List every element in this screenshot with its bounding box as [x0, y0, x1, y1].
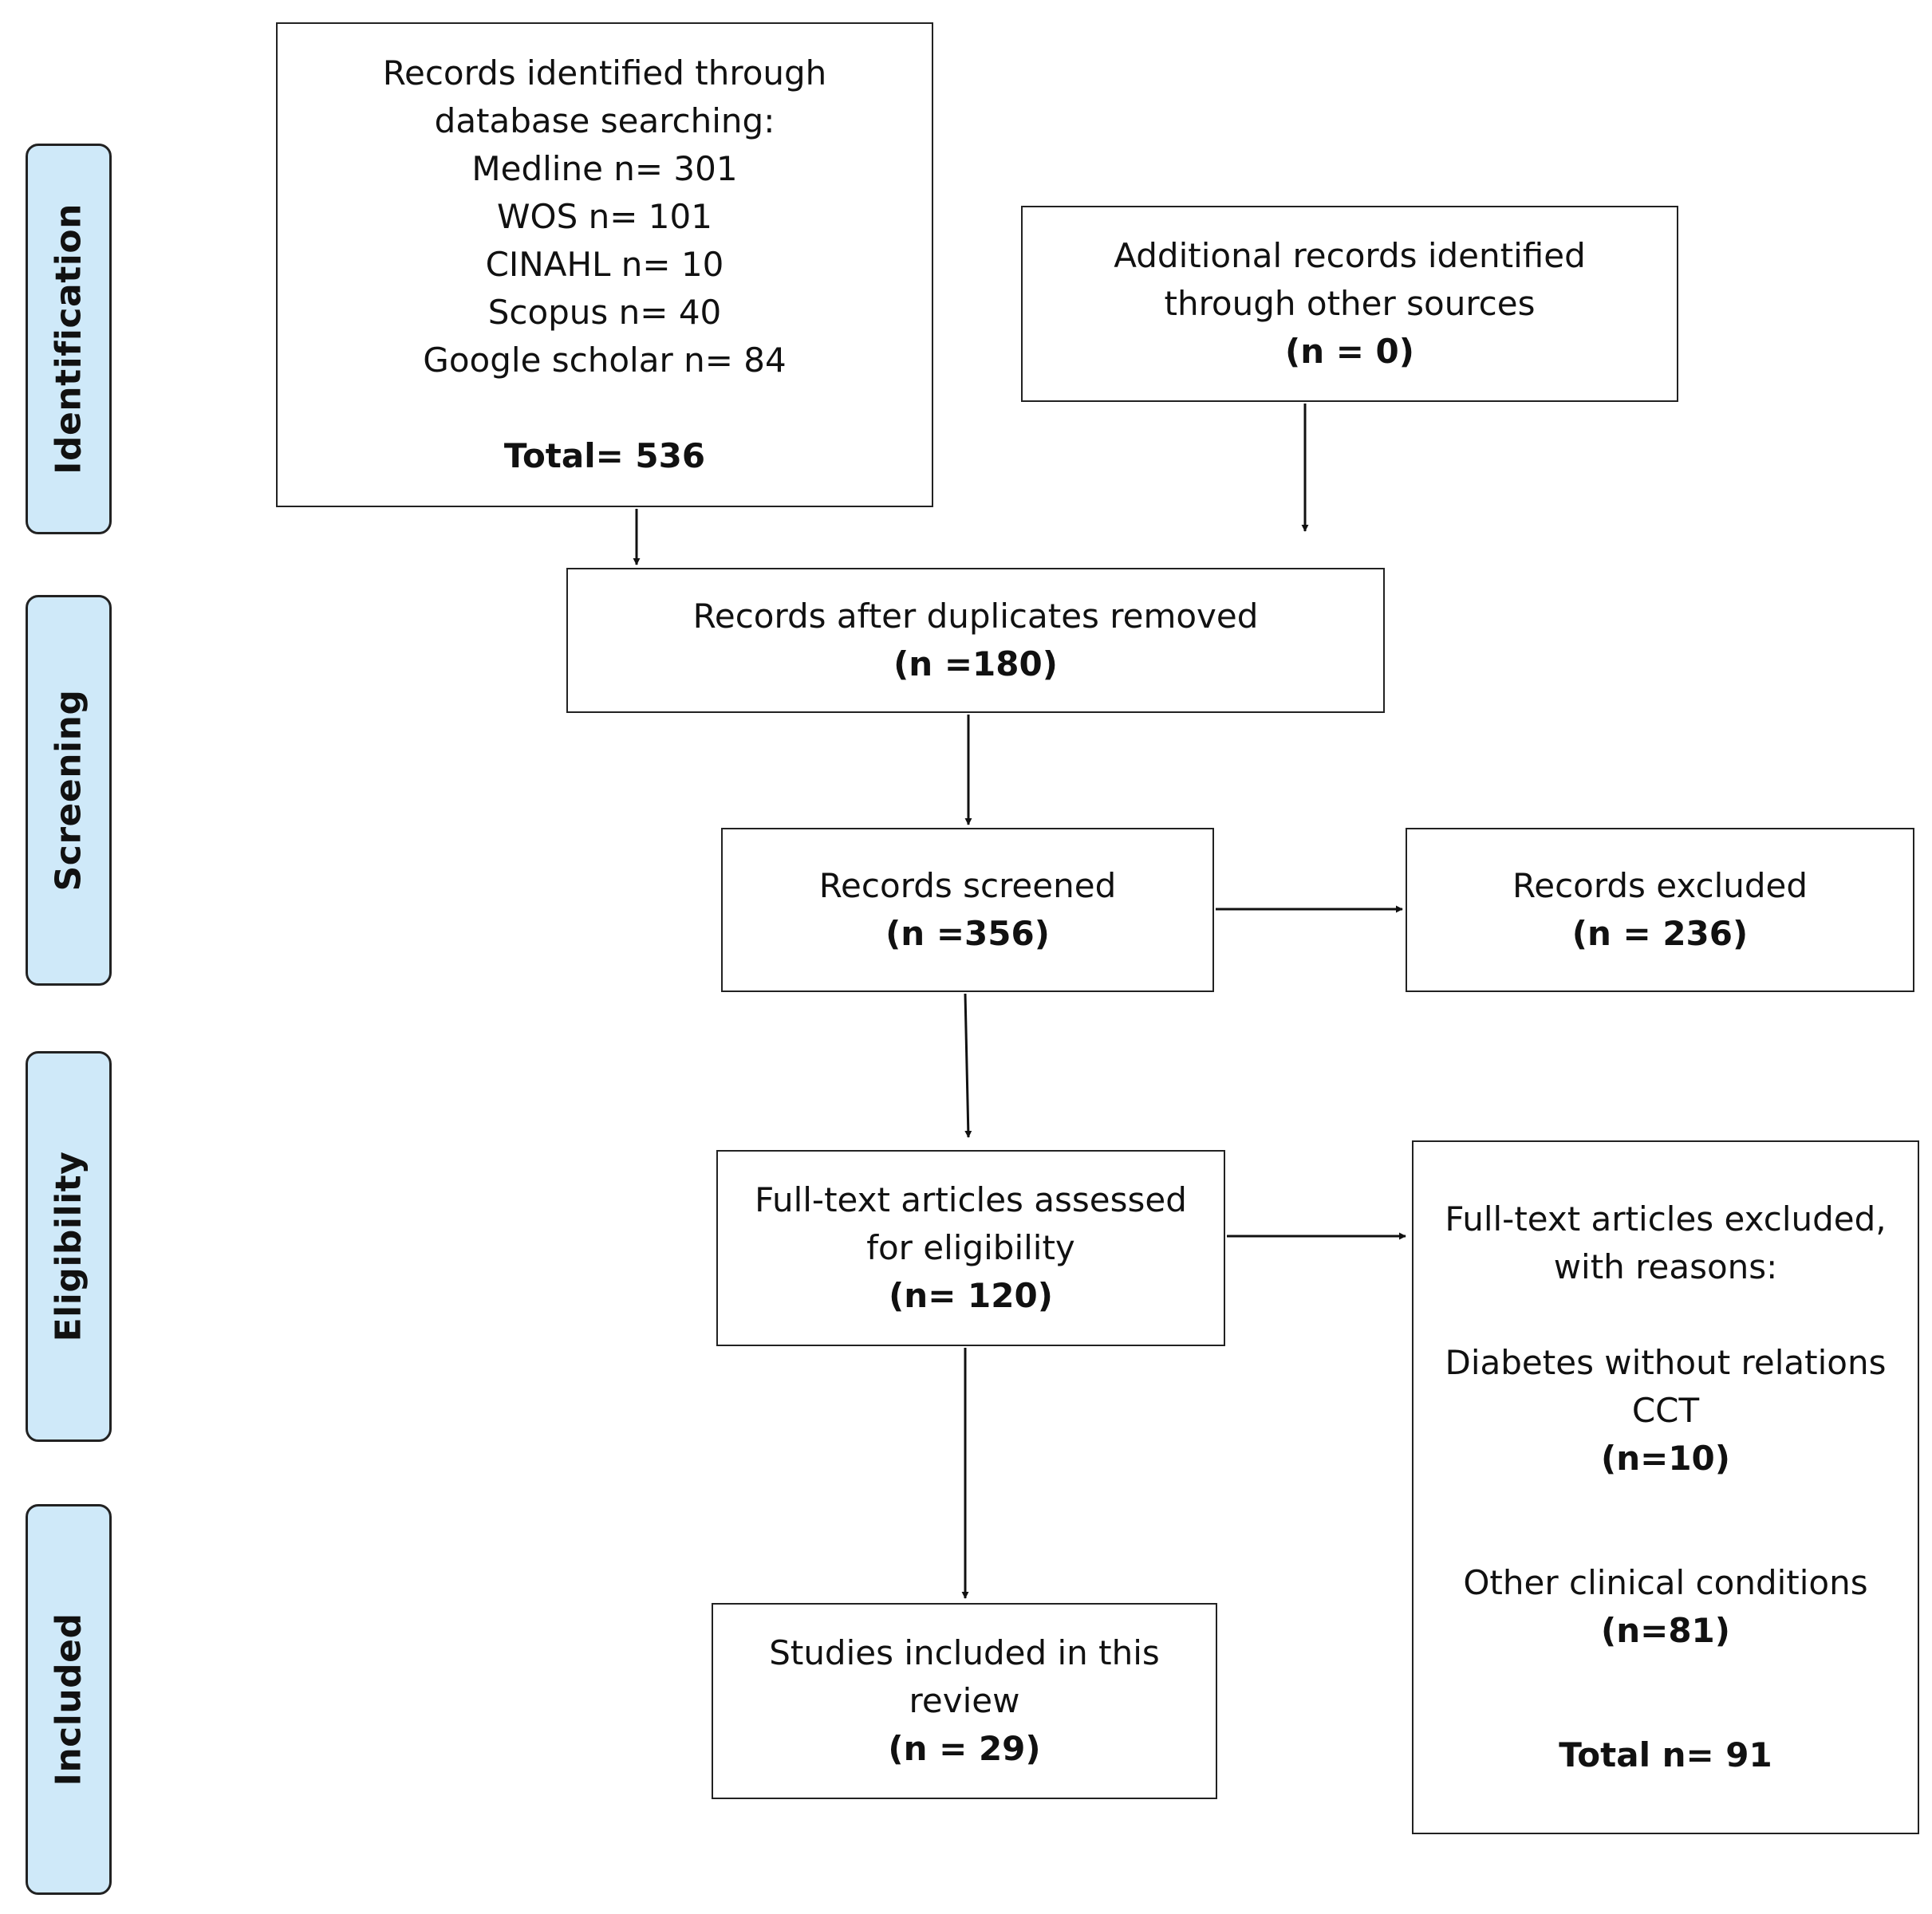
fulltext-assessed-box: Full-text articles assessed for eligibil…: [716, 1150, 1225, 1346]
duplicates-removed-count: (n =180): [893, 644, 1058, 683]
duplicates-removed-label: Records after duplicates removed: [692, 597, 1259, 636]
studies-included-line1: Studies included in this: [769, 1633, 1160, 1672]
studies-included-count: (n = 29): [888, 1729, 1041, 1768]
additional-records-box: Additional records identified through ot…: [1021, 206, 1678, 402]
database-records-line1: Records identified through: [382, 53, 827, 93]
phase-included: Included: [26, 1504, 112, 1895]
google-scholar-count: Google scholar n= 84: [423, 341, 787, 380]
phase-eligibility: Eligibility: [26, 1051, 112, 1442]
fulltext-assessed-count: (n= 120): [889, 1276, 1053, 1315]
reason-diabetes-line1: Diabetes without relations: [1445, 1343, 1887, 1382]
fulltext-excluded-total: Total n= 91: [1559, 1735, 1772, 1774]
reason-diabetes-line2: CCT: [1631, 1391, 1700, 1430]
fulltext-assessed-line1: Full-text articles assessed: [755, 1180, 1187, 1219]
studies-included-box: Studies included in this review (n = 29): [712, 1603, 1217, 1799]
scopus-count: Scopus n= 40: [487, 293, 722, 332]
reason-diabetes-count: (n=10): [1601, 1439, 1730, 1478]
wos-count: WOS n= 101: [497, 197, 712, 236]
fulltext-assessed-line2: for eligibility: [866, 1228, 1075, 1267]
records-screened-label: Records screened: [818, 866, 1117, 905]
fulltext-excluded-line1: Full-text articles excluded,: [1445, 1199, 1887, 1239]
records-screened-count: (n =356): [885, 914, 1050, 953]
additional-records-line2: through other sources: [1164, 284, 1536, 323]
fulltext-excluded-line2: with reasons:: [1553, 1247, 1778, 1286]
database-records-box: Records identified through database sear…: [276, 22, 933, 507]
additional-records-count: (n = 0): [1285, 332, 1414, 371]
phase-identification: Identification: [26, 144, 112, 534]
studies-included-line2: review: [909, 1681, 1020, 1720]
arrow-screened-to-fulltext: [964, 993, 972, 1138]
medline-count: Medline n= 301: [471, 149, 738, 188]
phase-screening: Screening: [26, 595, 112, 986]
reason-other-conditions-count: (n=81): [1601, 1611, 1730, 1650]
records-excluded-label: Records excluded: [1512, 866, 1808, 905]
records-screened-box: Records screened (n =356): [721, 828, 1214, 992]
cinahl-count: CINAHL n= 10: [485, 245, 724, 284]
additional-records-line1: Additional records identified: [1114, 236, 1586, 275]
duplicates-removed-box: Records after duplicates removed (n =180…: [566, 568, 1385, 713]
reason-other-conditions: Other clinical conditions: [1463, 1563, 1868, 1602]
records-excluded-count: (n = 236): [1571, 914, 1749, 953]
database-records-line2: database searching:: [434, 101, 775, 140]
records-excluded-box: Records excluded (n = 236): [1406, 828, 1914, 992]
fulltext-excluded-box: Full-text articles excluded, with reason…: [1412, 1140, 1919, 1834]
database-total: Total= 536: [503, 436, 706, 475]
